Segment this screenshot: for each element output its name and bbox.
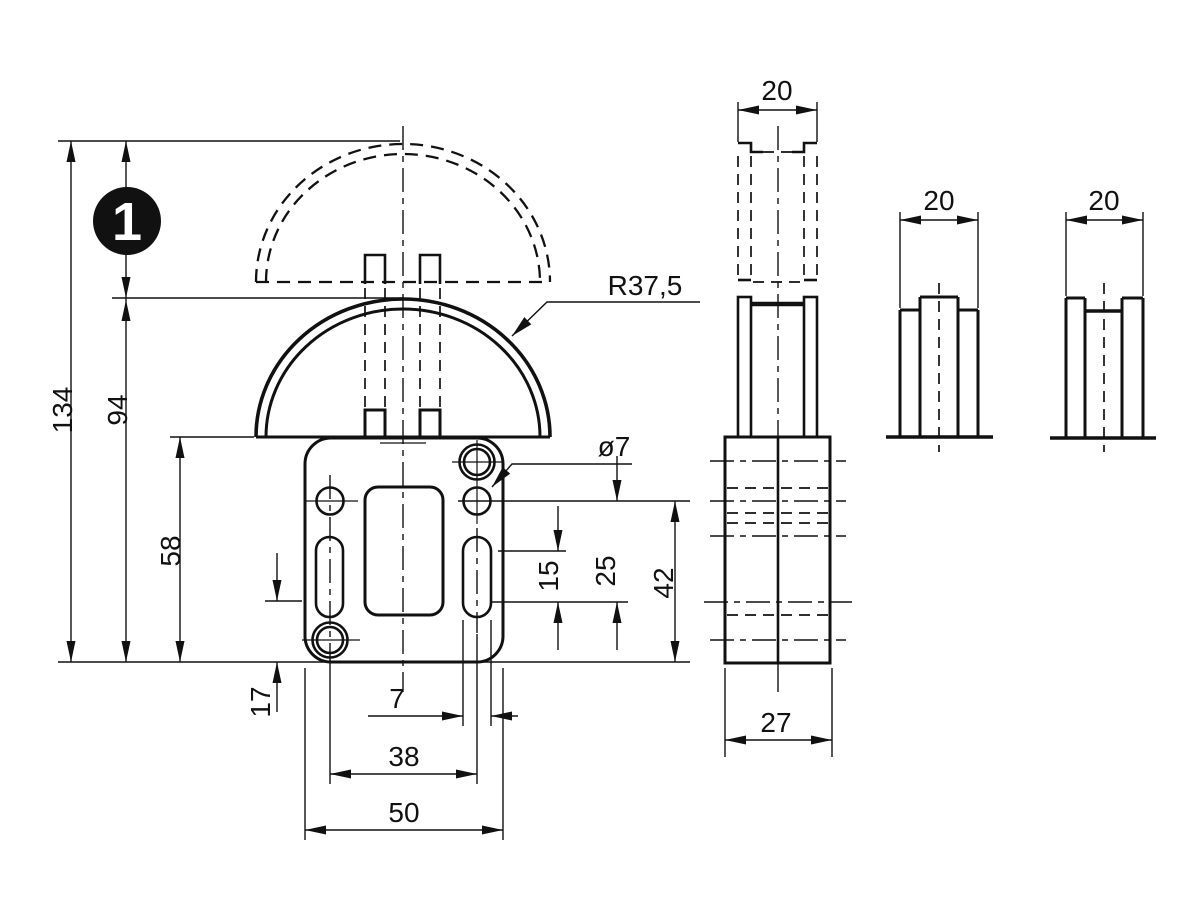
hole-bottom-left-inner [315,625,345,655]
dim-label-20-side: 20 [1088,185,1119,216]
dim-label-15: 15 [533,560,564,591]
badge-circle [93,187,161,255]
dim-50: 50 [305,797,503,835]
front-view: 134 94 58 17 15 [47,126,700,840]
phantom-tab-left [363,253,387,284]
phantom-tab-right [418,253,442,284]
hole-dia7 [462,486,492,516]
side-tabs-profile [1050,283,1156,452]
center-tab-profile [886,283,993,452]
dim-label-20-cap: 20 [761,75,792,106]
phantom-cap-raised [254,142,552,284]
radius-callout: R37,5 [511,270,700,337]
dim-label-17: 17 [245,686,276,717]
dim-label-58: 58 [155,535,186,566]
dim-7: 7 [368,683,518,721]
side-view: 20 [704,75,852,757]
dim-42: 42 [648,501,680,662]
dim-20-center-tab: 20 [899,185,979,308]
dim-label-50: 50 [388,797,419,828]
slot-left [314,535,345,619]
profile-view-side-tabs: 20 [1050,185,1156,452]
hole-bottom-left-outer [311,621,349,659]
cap-side [736,295,819,439]
dim-label-27: 27 [760,707,791,738]
mounting-plate [303,436,505,664]
hidden-tab-lines [364,288,441,407]
center-cutout [363,485,445,617]
dim-38: 38 [330,741,477,779]
dim-20-cap: 20 [737,75,818,142]
dim-label-7: 7 [389,683,405,714]
dim-134: 134 [47,141,78,662]
hole-top-right-inner [462,447,492,477]
hole-left [315,486,345,516]
hole-label: ø7 [598,431,631,462]
dim-label-38: 38 [388,741,419,772]
phantom-cap-side [737,141,818,283]
dim-17: 17 [245,553,282,718]
dim-label-94: 94 [102,394,133,425]
dim-label-20-center: 20 [923,185,954,216]
badge-number: 1 [112,192,142,252]
dim-label-42: 42 [648,567,679,598]
dim-25: 25 [590,456,622,650]
dim-label-134: 134 [47,387,78,434]
profile-view-center-tab: 20 [886,185,993,452]
hole-top-right-outer [458,443,496,481]
cap-tab-right [418,408,442,437]
hole-callout: ø7 [491,431,632,488]
dim-20-side-tabs: 20 [1065,185,1144,296]
bracket-block [704,435,852,692]
dim-58: 58 [155,437,186,662]
item-badge: 1 [93,187,161,255]
dim-label-25: 25 [590,555,621,586]
extension-lines [58,140,690,840]
dim-15: 15 [533,506,564,650]
dim-27: 27 [724,668,833,757]
centerlines [302,126,504,692]
slot-right [461,535,493,619]
radius-label: R37,5 [608,270,683,301]
cap-tab-left [363,408,387,437]
